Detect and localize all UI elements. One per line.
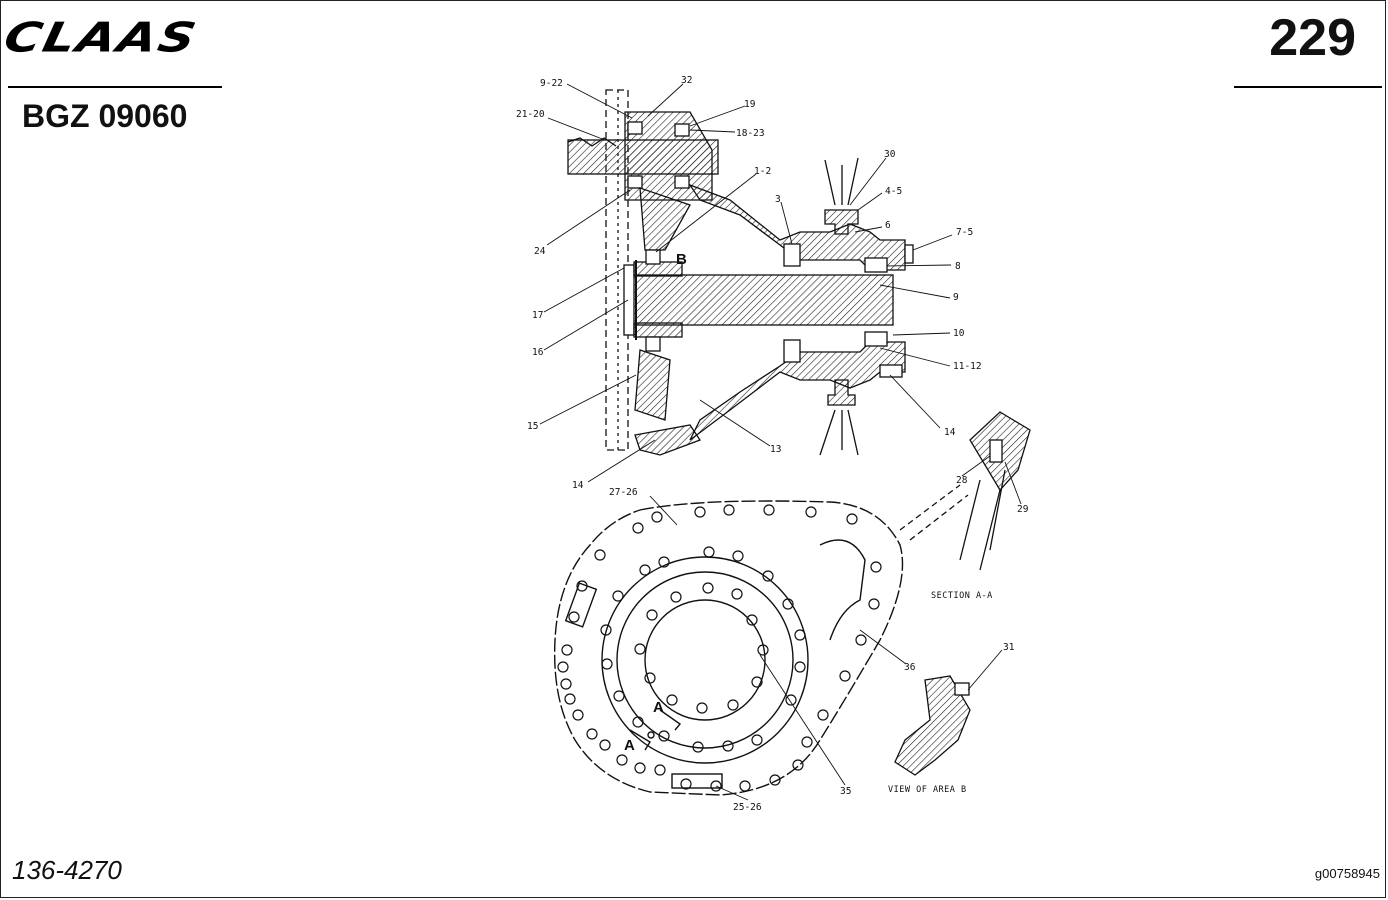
bearing-24b (674, 175, 690, 189)
caption-view-area-b: VIEW OF AREA B (888, 785, 967, 795)
section-a-a-detail (899, 411, 1031, 571)
callout-21-20: 21-20 (516, 109, 545, 120)
callout-35: 35 (840, 786, 851, 797)
model-code: BGZ 09060 (22, 98, 188, 134)
bolt-14 (879, 364, 903, 378)
bottom-boss (827, 379, 856, 406)
hub-bottom (633, 322, 683, 338)
slot-left (564, 582, 598, 628)
bolt-15 (645, 336, 661, 352)
bearing-8 (864, 257, 888, 273)
bolt-7-5 (904, 244, 914, 264)
lower-web (634, 349, 671, 421)
document-number: 136-4270 (12, 855, 122, 885)
callout-19: 19 (744, 99, 756, 110)
callout-6: 6 (885, 220, 891, 231)
upper-web (639, 187, 691, 251)
section-letter-b: B (676, 251, 687, 268)
callout-25-26: 25-26 (733, 802, 762, 813)
callout-labels: 9-22 32 19 21-20 18-23 1-2 30 4-5 6 3 7-… (516, 75, 1029, 813)
callout-14-right: 14 (944, 427, 956, 438)
bolt-18-23 (674, 123, 690, 137)
section-letter-a-2: A (624, 737, 635, 754)
callout-30: 30 (884, 149, 896, 160)
callout-29: 29 (1017, 504, 1029, 515)
bearing-24 (627, 175, 643, 189)
section-letter-a-1: A (653, 699, 664, 716)
bottom-lines (819, 409, 859, 456)
callout-24: 24 (534, 246, 546, 257)
main-shaft (627, 274, 894, 326)
leader-lines (539, 83, 1022, 801)
inner-bolt-holes (634, 582, 769, 714)
inner-contour (819, 539, 866, 641)
bearing-lower (783, 339, 801, 363)
top-lines (824, 157, 859, 206)
section-marker-1 (629, 729, 651, 751)
callout-31: 31 (1003, 642, 1015, 653)
callout-28: 28 (956, 475, 968, 486)
header-rule-right (1234, 86, 1382, 88)
cross-section-assembly (567, 89, 914, 456)
caption-section-a-a: SECTION A-A (931, 591, 993, 601)
middle-bolt-holes (600, 546, 806, 753)
view-of-area-b-detail (894, 675, 971, 776)
image-id: g00758945 (1314, 866, 1380, 881)
callout-27-26: 27-26 (609, 487, 638, 498)
section-marker-2 (659, 709, 682, 731)
callout-4-5: 4-5 (885, 186, 902, 197)
callout-14-left: 14 (572, 480, 584, 491)
callout-15: 15 (527, 421, 538, 432)
center-bore (644, 599, 766, 721)
outer-plate-outline (553, 500, 904, 796)
upper-cone-housing (688, 183, 906, 271)
header-rule-left (8, 86, 222, 88)
callout-3: 3 (775, 194, 781, 205)
callout-1-2: 1-2 (754, 166, 771, 177)
lower-flange-14 (634, 424, 701, 456)
outer-bolt-holes (557, 504, 882, 792)
slot-bottom-25-26 (671, 773, 723, 789)
bearing-10 (864, 331, 888, 347)
callout-7-5: 7-5 (956, 227, 973, 238)
middle-ring-inner (616, 571, 794, 749)
bolt-9-22 (627, 121, 643, 135)
callout-32: 32 (681, 75, 692, 86)
plate-plan-view (553, 500, 904, 796)
callout-16: 16 (532, 347, 544, 358)
callout-10: 10 (953, 328, 965, 339)
callout-13: 13 (770, 444, 781, 455)
callout-9-22: 9-22 (540, 78, 563, 89)
callout-11-12: 11-12 (953, 361, 982, 372)
middle-ring-outer (601, 556, 809, 764)
bearing-3 (783, 243, 801, 267)
callout-18-23: 18-23 (736, 128, 765, 139)
callout-8: 8 (955, 261, 961, 272)
page-number: 229 (1269, 9, 1356, 67)
top-boss (824, 209, 859, 235)
callout-17: 17 (532, 310, 543, 321)
shaft-spline (567, 137, 617, 147)
lower-cone-housing (689, 341, 906, 441)
callout-36: 36 (904, 662, 916, 673)
callout-9: 9 (953, 292, 959, 303)
end-cap-17 (623, 264, 635, 336)
bolt-1-2 (645, 249, 661, 265)
